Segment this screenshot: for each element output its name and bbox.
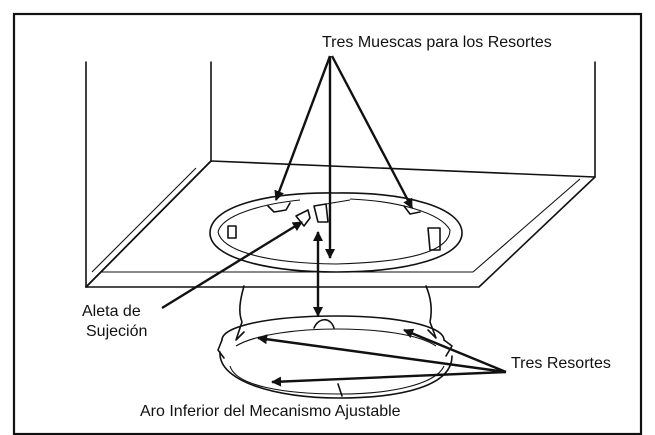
spring-right	[425, 285, 437, 339]
notches-label: Tres Muescas para los Resortes	[322, 34, 552, 51]
diagram-frame	[12, 12, 643, 435]
ceiling-opening	[209, 192, 463, 273]
spring-left	[235, 285, 245, 341]
ceiling-housing	[85, 61, 596, 288]
tab-label-line2: Sujeción	[86, 323, 148, 340]
adjustable-ring	[217, 285, 453, 399]
callout-arrows	[161, 55, 507, 387]
tab-label-line1: Aleta de	[82, 303, 141, 320]
springs-label: Tres Resortes	[511, 355, 611, 372]
ring-label: Aro Inferior del Mecanismo Ajustable	[140, 403, 401, 420]
